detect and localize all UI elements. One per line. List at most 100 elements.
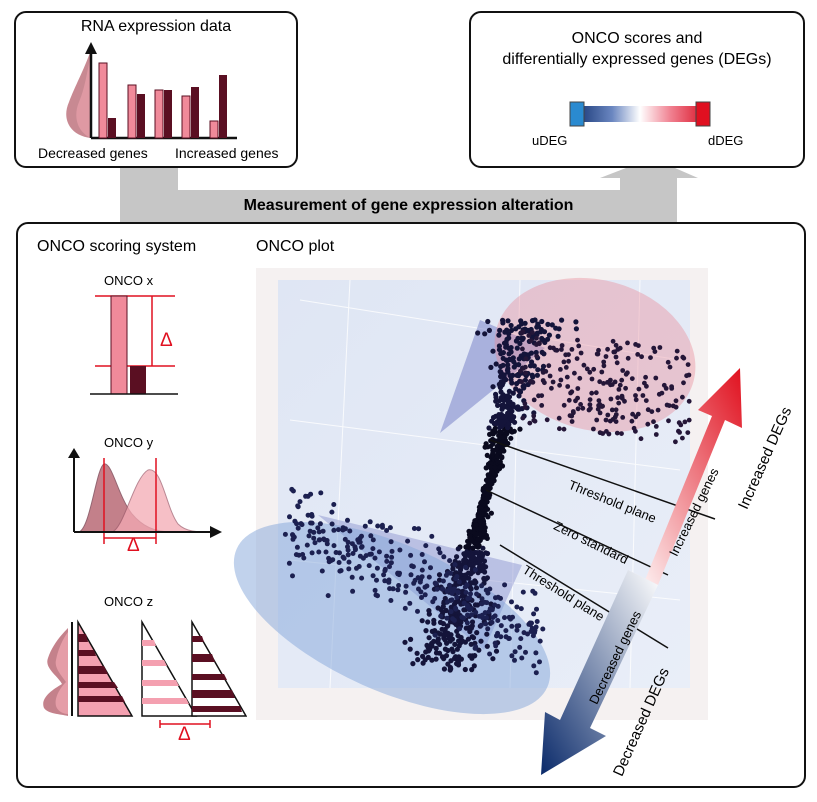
- scatter-point: [482, 331, 488, 337]
- scatter-point: [430, 599, 436, 605]
- scatter-point: [504, 367, 511, 373]
- scatter-point: [509, 623, 515, 629]
- scatter-point: [382, 566, 388, 572]
- scatter-point: [306, 533, 312, 539]
- scatter-point: [603, 354, 609, 359]
- scatter-point: [535, 367, 541, 373]
- scatter-point: [520, 415, 526, 421]
- scatter-point: [623, 371, 629, 377]
- scatter-point: [674, 355, 679, 361]
- scatter-point: [312, 540, 318, 546]
- scatter-point: [605, 346, 610, 352]
- scatter-point: [432, 628, 438, 634]
- scatter-point: [485, 444, 491, 450]
- scatter-point: [450, 566, 456, 572]
- scatter-point: [492, 464, 498, 471]
- scatter-point: [484, 631, 490, 637]
- scatter-point: [290, 532, 295, 538]
- scatter-point: [512, 649, 518, 655]
- scatter-point: [597, 430, 603, 436]
- scatter-point: [294, 544, 300, 550]
- scatter-point: [453, 570, 459, 576]
- scatter-point: [359, 544, 364, 550]
- scatter-point: [412, 577, 418, 583]
- scatter-point: [465, 604, 471, 610]
- scatter-point: [422, 592, 428, 598]
- scatter-point: [315, 525, 321, 531]
- scatter-point: [472, 567, 478, 573]
- scatter-point: [471, 663, 477, 669]
- scatter-point: [479, 596, 485, 602]
- onco-scores-panel: [469, 11, 805, 168]
- scatter-point: [503, 339, 509, 345]
- scatter-point: [415, 657, 421, 663]
- scatter-point: [419, 574, 425, 580]
- scatter-point: [612, 379, 618, 385]
- scatter-point: [295, 525, 301, 531]
- scatter-point: [561, 402, 567, 408]
- scatter-point: [422, 559, 427, 565]
- scatter-point: [465, 612, 470, 618]
- scatter-point: [610, 338, 616, 344]
- scatter-point: [447, 558, 453, 564]
- scatter-point: [619, 377, 625, 383]
- scatter-point: [426, 644, 432, 651]
- scatter-point: [486, 609, 492, 615]
- scatter-point: [316, 537, 322, 543]
- scatter-point: [485, 476, 491, 482]
- scatter-point: [469, 667, 475, 673]
- scatter-point: [476, 504, 482, 510]
- scatter-point: [485, 626, 491, 632]
- scatter-point: [529, 318, 536, 324]
- scatter-point: [290, 573, 295, 579]
- scatter-point: [542, 380, 547, 386]
- scatter-point: [499, 414, 505, 420]
- scatter-point: [484, 452, 490, 458]
- scatter-point: [527, 379, 533, 384]
- scatter-point: [528, 629, 534, 634]
- scatter-point: [448, 658, 454, 664]
- scatter-point: [522, 405, 528, 410]
- scatter-point: [484, 615, 489, 621]
- scatter-point: [507, 356, 513, 362]
- scatter-point: [478, 526, 484, 532]
- scatter-point: [557, 382, 562, 388]
- scatter-point: [649, 409, 655, 414]
- scatter-point: [287, 514, 292, 520]
- scatter-point: [311, 535, 317, 541]
- scatter-point: [461, 576, 467, 582]
- scatter-point: [340, 527, 346, 533]
- onco-y-label: ONCO y: [104, 435, 154, 450]
- scatter-point: [653, 375, 659, 381]
- scatter-point: [493, 421, 499, 427]
- scatter-point: [483, 465, 489, 471]
- scatter-point: [620, 368, 626, 373]
- scatter-point: [553, 325, 559, 331]
- scatter-point: [474, 602, 481, 608]
- scatter-point: [616, 387, 622, 392]
- scatter-point: [403, 583, 409, 589]
- scatter-point: [664, 402, 670, 408]
- scatter-point: [515, 373, 522, 379]
- scatter-point: [518, 368, 523, 374]
- scatter-point: [486, 425, 492, 431]
- scatter-point: [346, 566, 352, 572]
- scatter-point: [410, 661, 416, 667]
- scatter-point: [436, 650, 443, 656]
- scatter-point: [669, 386, 675, 391]
- scatter-point: [352, 546, 358, 552]
- scatter-point: [487, 651, 493, 657]
- scatter-point: [402, 639, 408, 645]
- scatter-point: [496, 347, 503, 353]
- scatter-point: [531, 413, 537, 419]
- scatter-point: [578, 402, 583, 407]
- scatter-point: [477, 519, 483, 525]
- scatter-point: [493, 648, 500, 654]
- scatter-point: [461, 607, 467, 613]
- scatter-point: [468, 641, 474, 647]
- scatter-point: [475, 330, 481, 336]
- scatter-point: [428, 565, 433, 571]
- scatter-point: [530, 330, 535, 335]
- scatter-point: [467, 628, 473, 635]
- scatter-point: [546, 363, 552, 369]
